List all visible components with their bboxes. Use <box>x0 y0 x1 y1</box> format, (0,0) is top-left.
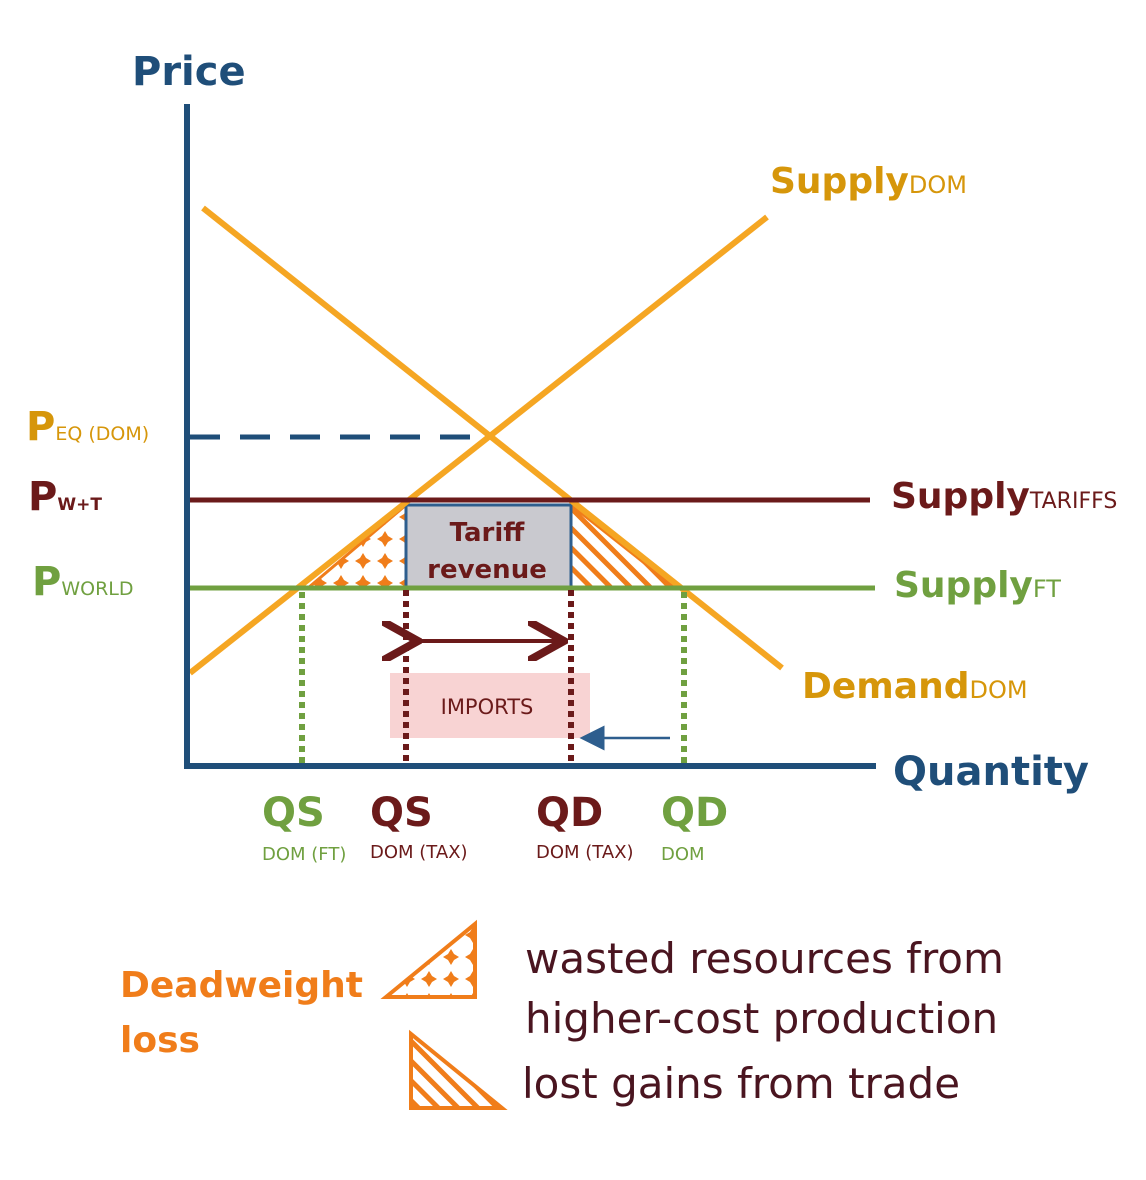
qs-tax-main: QS <box>370 790 433 836</box>
legend-wasted-line2: higher-cost production <box>525 994 998 1043</box>
supply-dom-label: SupplyDOM <box>770 161 967 202</box>
p-eq-label: PEQ (DOM) <box>26 404 149 450</box>
qs-tax-sub: DOM (TAX) <box>370 842 468 863</box>
legend-title-line1: Deadweight <box>120 965 363 1006</box>
qd-dom-sub: DOM <box>661 844 705 865</box>
qd-dom-main: QD <box>661 790 728 836</box>
qd-tax-sub: DOM (TAX) <box>536 842 634 863</box>
imports-box <box>390 673 590 738</box>
supply-tariffs-label: SupplyTARIFFS <box>891 476 1117 517</box>
qs-ft-main: QS <box>262 790 325 836</box>
qs-ft-sub: DOM (FT) <box>262 844 346 865</box>
p-world-label: PWORLD <box>32 559 134 605</box>
legend-lost-line: lost gains from trade <box>522 1059 960 1108</box>
tariff-revenue-line2: revenue <box>427 555 547 585</box>
legend-wasted-triangle <box>380 919 477 999</box>
x-axis-label: Quantity <box>893 749 1089 795</box>
qd-tax-main: QD <box>536 790 603 836</box>
imports-label: IMPORTS <box>441 695 534 719</box>
dwl-lost-triangle <box>569 501 681 590</box>
legend-wasted-line1: wasted resources from <box>525 934 1004 983</box>
p-wt-label: PW+T <box>28 474 102 520</box>
supply-dom-curve <box>188 214 769 676</box>
legend-lost-triangle <box>409 1029 508 1110</box>
tariff-revenue-box <box>404 503 573 590</box>
demand-dom-label: DemandDOM <box>802 666 1028 707</box>
demand-curve <box>201 205 784 671</box>
supply-ft-label: SupplyFT <box>894 565 1061 606</box>
legend-title-line2: loss <box>120 1020 200 1061</box>
tariff-revenue-line1: Tariff <box>450 518 526 548</box>
y-axis-label: Price <box>132 49 246 95</box>
